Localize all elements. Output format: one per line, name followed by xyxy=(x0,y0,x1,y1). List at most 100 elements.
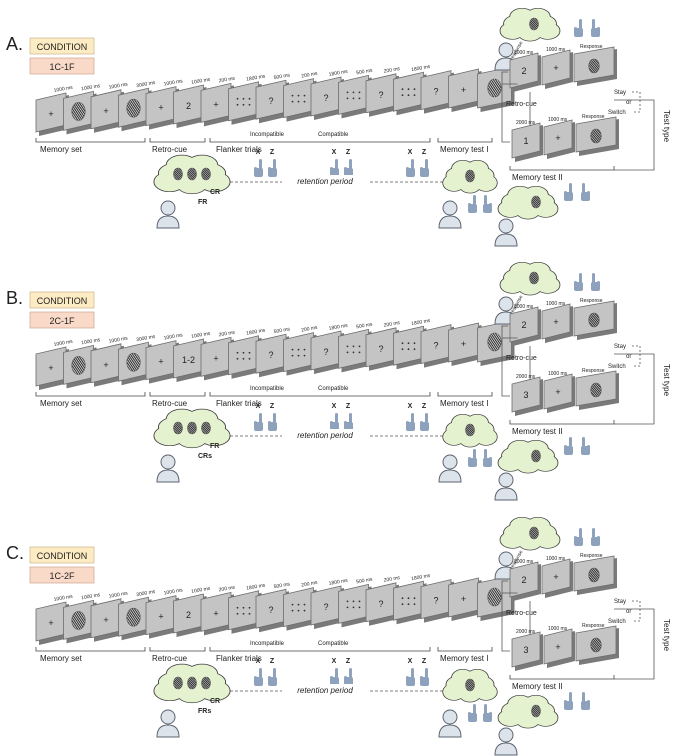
bracket xyxy=(437,647,493,652)
hand-icon xyxy=(268,159,277,177)
incompatible-label: Incompatible xyxy=(250,132,285,138)
test2-cue-card xyxy=(511,631,543,671)
flanker-dot xyxy=(291,603,294,606)
flanker-dot xyxy=(346,606,349,609)
branch-line xyxy=(501,593,510,652)
fixation-cross: + xyxy=(213,99,218,109)
hand-icon xyxy=(468,704,477,722)
flanker-dot xyxy=(248,606,251,609)
stay-label: Stay xyxy=(614,344,626,350)
stay-switch-connector xyxy=(632,600,641,622)
stimulus-card xyxy=(90,598,124,642)
flanker-dot xyxy=(236,351,239,354)
flanker-dot xyxy=(352,351,355,354)
fixation-cross: + xyxy=(48,109,53,119)
test2-cue-digit: 3 xyxy=(523,390,528,400)
hand-icon xyxy=(330,413,339,431)
response-label: Response xyxy=(582,623,605,629)
stimulus-card xyxy=(420,579,454,623)
condition-box xyxy=(29,291,95,309)
key-label: Z xyxy=(422,658,427,665)
cloud-grating xyxy=(187,676,197,690)
test1-fix-card xyxy=(541,303,573,343)
stay-label: Stay xyxy=(614,90,626,96)
person-icon xyxy=(494,218,518,247)
switch-label: Switch xyxy=(608,110,626,116)
key-label: Z xyxy=(346,403,351,410)
stimulus-card xyxy=(365,73,399,117)
retro-cue-digit: 1-2 xyxy=(182,355,195,365)
fixation-cross: + xyxy=(553,572,558,582)
test1-fix-card xyxy=(541,558,573,598)
timing-label: 1800 ms xyxy=(246,582,266,591)
cloud-grating xyxy=(529,526,539,540)
stay-switch-connector xyxy=(632,345,641,367)
stimulus-card xyxy=(283,587,317,631)
stimulus-card xyxy=(200,82,234,127)
test1-cue-digit: 2 xyxy=(521,320,526,330)
retention-label: retention period xyxy=(297,177,353,186)
flanker-dot xyxy=(352,97,355,100)
flanker-dot xyxy=(401,597,404,600)
stimulus-card xyxy=(448,577,482,621)
test2-cue-digit: 3 xyxy=(523,645,528,655)
flanker-trials-label: Flanker trials xyxy=(216,654,262,663)
cloud-grating xyxy=(201,676,211,690)
flanker-dot xyxy=(401,348,404,351)
cloud-grating xyxy=(187,421,197,435)
hand-icon xyxy=(344,413,353,431)
bracket xyxy=(149,138,206,143)
hand-icon xyxy=(254,413,263,431)
retro-cue-label: Retro-cue xyxy=(152,654,188,663)
bracket xyxy=(209,392,431,397)
flanker-dot xyxy=(242,103,245,106)
bracket xyxy=(35,138,146,143)
test1-cue-card xyxy=(509,306,541,346)
retro-cue-label-right: Retro-cue xyxy=(506,355,537,362)
test-type-bracket xyxy=(614,608,655,680)
question-mark: ? xyxy=(323,93,328,103)
condition-code: 1C-2F xyxy=(49,571,75,581)
stimulus-card xyxy=(35,601,69,645)
flanker-dot xyxy=(303,348,306,351)
flanker-dot xyxy=(248,357,251,360)
hand-icon xyxy=(406,413,415,431)
or-label: or xyxy=(626,609,631,615)
flanker-dot xyxy=(291,348,294,351)
test2-cue-digit: 1 xyxy=(523,136,528,146)
timing-label: 1000 ms xyxy=(108,81,128,90)
person-icon xyxy=(438,454,462,483)
cloud-grating xyxy=(531,704,541,718)
or-label: or xyxy=(626,100,631,106)
timing-label: 1800 ms xyxy=(246,73,266,82)
flanker-dot xyxy=(303,100,306,103)
person-icon xyxy=(438,709,462,738)
timing-label: 500 ms xyxy=(356,577,374,586)
flanker-dot xyxy=(401,94,404,97)
bracket xyxy=(437,392,493,397)
flanker-dot xyxy=(248,97,251,100)
stimulus-card xyxy=(145,340,179,384)
hand-icon xyxy=(420,668,429,686)
person-icon xyxy=(494,472,518,501)
bracket xyxy=(209,138,431,143)
flanker-dot xyxy=(248,103,251,106)
retro-cue-digit: 2 xyxy=(186,610,191,620)
hand-icon xyxy=(254,668,263,686)
fixation-cross: + xyxy=(461,339,466,349)
timing-label: 1000 ms xyxy=(546,556,566,562)
timing-label: 1000 ms xyxy=(548,626,568,632)
flanker-dot xyxy=(297,609,300,612)
memory-test-2-label: Memory test II xyxy=(512,173,563,182)
stimulus-card xyxy=(393,71,427,116)
question-mark: ? xyxy=(433,87,438,97)
flanker-dot xyxy=(248,351,251,354)
bracket xyxy=(35,647,146,652)
key-label: X xyxy=(256,658,261,665)
flanker-dot xyxy=(352,91,355,94)
test2-fix-card xyxy=(543,373,575,413)
stimulus-card xyxy=(310,76,344,120)
stimulus-card xyxy=(448,322,482,366)
compatible-label: Compatible xyxy=(318,386,349,392)
